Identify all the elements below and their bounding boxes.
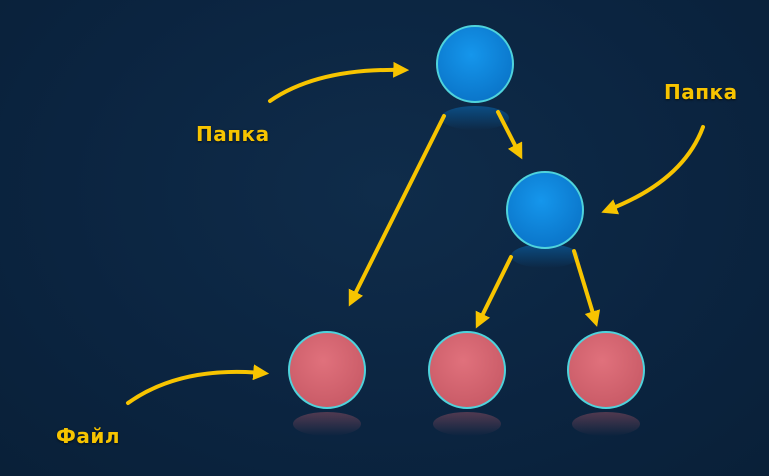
- folder-label-right: Папка: [664, 80, 738, 104]
- reflection-file-3: [572, 412, 640, 436]
- callout-arrow-file: [126, 364, 270, 405]
- node-reflections: [293, 106, 640, 436]
- file-node-2: [428, 331, 506, 409]
- tree-edges: [348, 110, 601, 329]
- callout-arrow-folder-right: [601, 125, 705, 215]
- callout-arrows: [126, 61, 705, 405]
- tree-nodes: [288, 25, 645, 409]
- edge-child-to-file-3: [572, 249, 601, 327]
- reflection-folder-child: [511, 244, 579, 268]
- edge-root-to-child: [496, 110, 523, 160]
- reflection-folder-root: [441, 106, 509, 130]
- reflection-file-1: [293, 412, 361, 436]
- folder-node-root: [436, 25, 514, 103]
- callout-arrow-folder-left: [268, 61, 410, 103]
- folder-label-left: Папка: [196, 122, 270, 146]
- file-node-3: [567, 331, 645, 409]
- reflection-file-2: [433, 412, 501, 436]
- edge-root-to-file-1: [348, 114, 446, 307]
- folder-node-child: [506, 171, 584, 249]
- edge-child-to-file-2: [475, 255, 513, 329]
- file-label: Файл: [56, 424, 120, 448]
- file-node-1: [288, 331, 366, 409]
